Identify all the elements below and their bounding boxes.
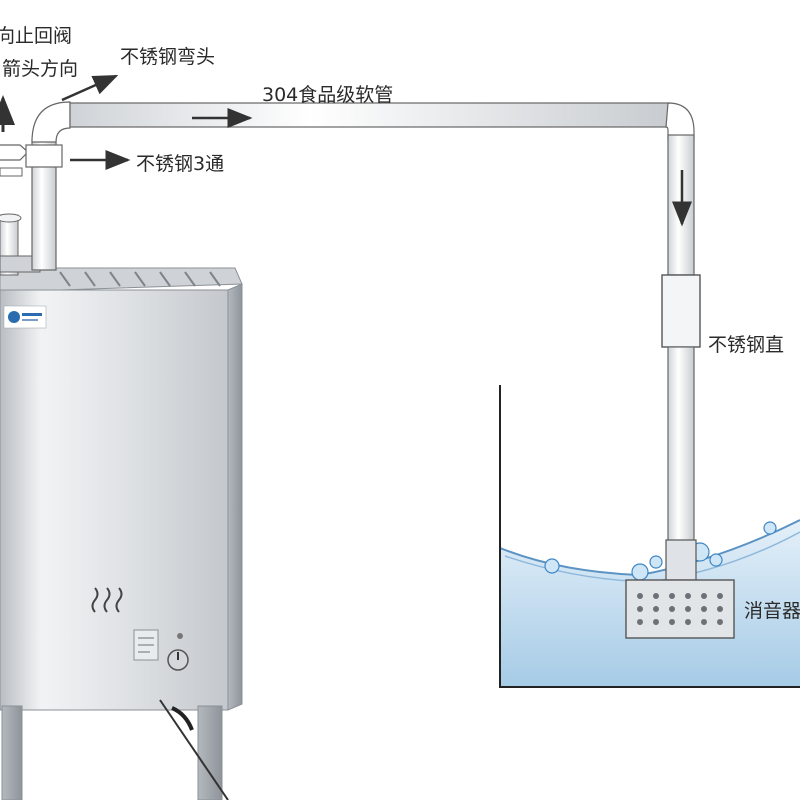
label-tee: 不锈钢3通 bbox=[136, 155, 224, 174]
label-arrow-direction: 箭头方向 bbox=[2, 60, 78, 79]
food-grade-hose bbox=[70, 103, 694, 140]
label-straight-pipe: 不锈钢直 bbox=[708, 336, 784, 355]
indicator-light bbox=[177, 633, 183, 639]
label-hose: 304食品级软管 bbox=[262, 86, 393, 105]
vertical-riser-pipe bbox=[26, 102, 70, 270]
label-muffler: 消音器 bbox=[744, 602, 800, 621]
label-check-valve: 向止回阀 bbox=[0, 27, 72, 46]
water-tank bbox=[500, 385, 800, 688]
stainless-straight-fitting bbox=[662, 275, 700, 347]
stainless-elbow bbox=[32, 102, 70, 142]
stainless-tee bbox=[26, 145, 62, 167]
steam-generator bbox=[0, 268, 242, 800]
leg-left bbox=[2, 706, 22, 800]
label-elbow: 不锈钢弯头 bbox=[120, 48, 215, 67]
